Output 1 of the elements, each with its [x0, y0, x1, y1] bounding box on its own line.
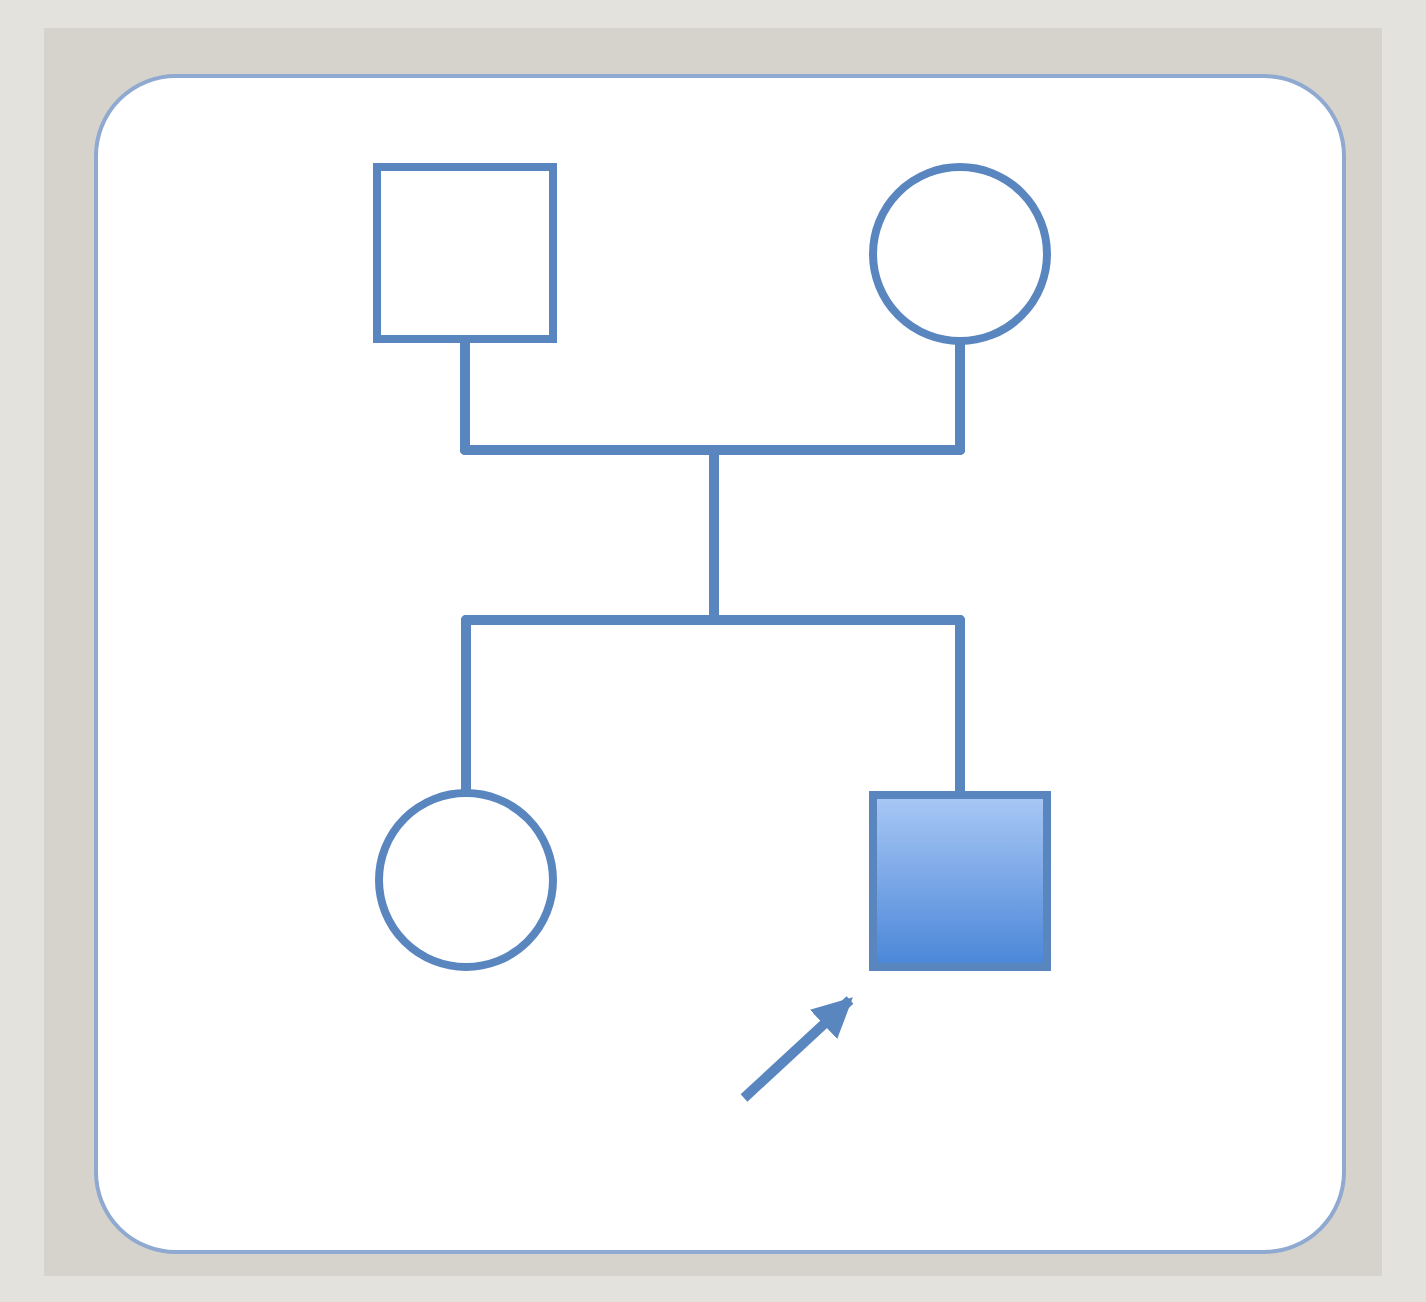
pointer-arrow [740, 996, 854, 1102]
